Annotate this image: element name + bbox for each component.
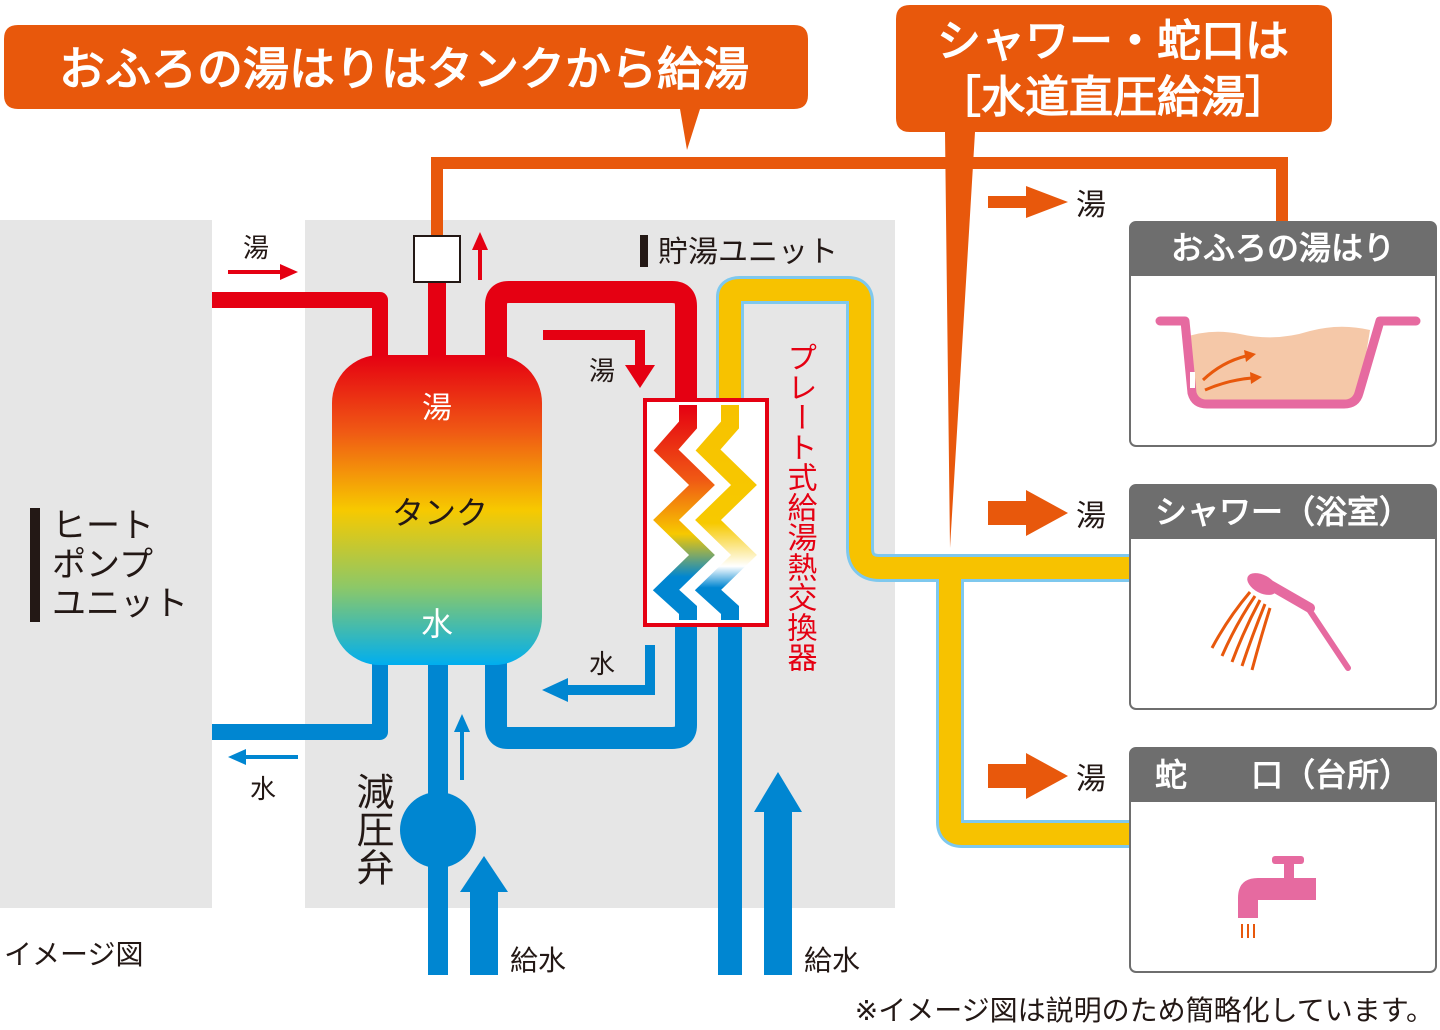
callout-direct-pressure <box>896 5 1332 548</box>
tank-label-water: 水 <box>421 605 453 643</box>
storage-label-bar <box>640 235 648 267</box>
hot-arrow-shower <box>1026 490 1068 536</box>
label-supply-2: 給水 <box>804 944 860 977</box>
heat-pump-hot-pipe <box>212 292 388 370</box>
check-box <box>413 235 461 283</box>
destination-bath: おふろの湯はり <box>1129 221 1437 447</box>
heat-pump-label-2: ポンプ <box>52 545 153 585</box>
exchanger-to-tank-pipe <box>485 610 697 749</box>
destination-shower-title: シャワー（浴室） <box>1155 493 1411 531</box>
bath-hot-pipe <box>431 157 1288 245</box>
destination-shower: シャワー（浴室） <box>1129 484 1437 710</box>
bathtub-icon <box>1155 316 1421 409</box>
destination-bath-title: おふろの湯はり <box>1171 229 1395 267</box>
disclaimer: ※イメージ図は説明のため簡略化しています。 <box>855 994 1434 1027</box>
hot-arrow-bath <box>1026 186 1068 218</box>
label-hot-bath: 湯 <box>1076 188 1106 223</box>
callout-direct-line2: ［水道直圧給湯］ <box>937 72 1289 123</box>
label-water-inner: 水 <box>589 650 615 680</box>
label-water-heatpump: 水 <box>250 775 276 805</box>
heat-pump-label-1: ヒート <box>52 506 154 546</box>
label-hot-heatpump: 湯 <box>243 234 269 264</box>
tank-to-exchanger-pipe <box>485 281 697 410</box>
destination-faucet: 蛇 口（台所） <box>1129 747 1437 973</box>
label-hot-inner: 湯 <box>589 357 615 387</box>
shower-icon <box>1210 573 1351 671</box>
heat-pump-return-pipe <box>212 660 388 740</box>
callout-bath-fill <box>4 25 808 150</box>
destination-faucet-title: 蛇 口（台所） <box>1155 756 1411 794</box>
pressure-reducing-valve <box>400 792 476 868</box>
image-note: イメージ図 <box>4 938 143 971</box>
storage-label: 貯湯ユニット <box>658 235 838 270</box>
heat-pump-label-3: ユニット <box>52 584 188 624</box>
callout-direct-line1: シャワー・蛇口は <box>937 16 1289 67</box>
tank-label-hot: 湯 <box>422 391 452 426</box>
direct-pressure-pipe <box>719 279 1130 579</box>
label-supply-1: 給水 <box>510 944 566 977</box>
hot-arrow-faucet <box>1026 753 1068 799</box>
tank-label: タンク <box>392 494 488 532</box>
heat-exchanger-label: プレート式給湯熱交換器 <box>782 342 818 672</box>
faucet-icon <box>1238 856 1316 938</box>
supply-arrow-2 <box>754 772 802 812</box>
tank <box>332 355 542 665</box>
supply-arrow-1 <box>460 856 508 892</box>
faucet-branch-pipe <box>939 568 1130 845</box>
label-hot-faucet: 湯 <box>1076 762 1106 797</box>
valve-label: 減圧弁 <box>350 772 394 886</box>
label-hot-shower: 湯 <box>1076 499 1106 534</box>
heat-pump-label-bar <box>30 508 40 622</box>
callout-bath-fill-text: おふろの湯はりはタンクから給湯 <box>59 42 749 96</box>
